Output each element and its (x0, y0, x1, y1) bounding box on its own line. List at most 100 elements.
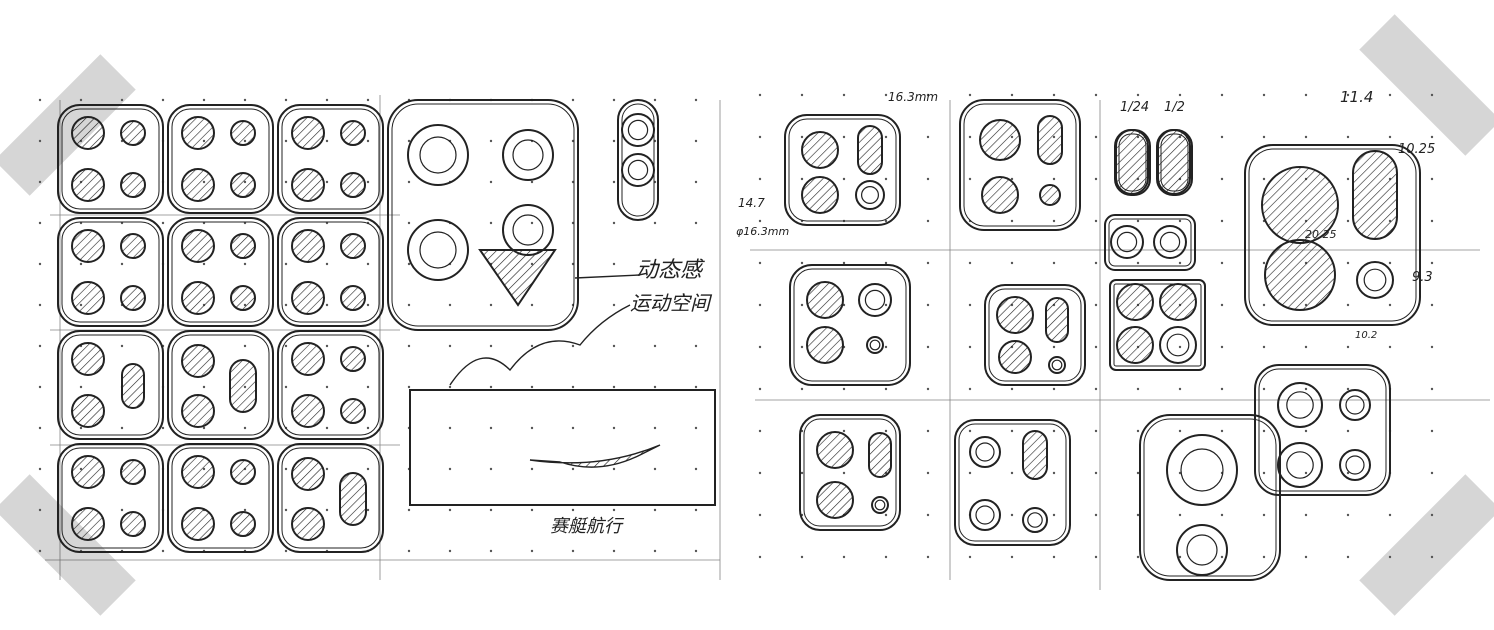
lens (1116, 283, 1154, 321)
construction-lines (45, 95, 1490, 590)
grid-dot (968, 303, 972, 307)
lens (981, 176, 1019, 214)
grid-dot (571, 426, 575, 430)
grid-dot (1220, 555, 1224, 559)
grid-dot (612, 426, 616, 430)
grid-dot (1262, 303, 1266, 307)
module-outline (277, 330, 384, 440)
grid-dot (1220, 387, 1224, 391)
grid-dot (325, 508, 329, 512)
grid-dot (612, 385, 616, 389)
grid-dot (1346, 219, 1350, 223)
camera-module (1114, 129, 1151, 196)
grid-dot (926, 261, 930, 265)
grid-dot (926, 219, 930, 223)
lens (407, 124, 469, 186)
grid-dot (489, 221, 493, 225)
grid-dot (530, 385, 534, 389)
module-inner-outline (621, 103, 655, 217)
lens-pill (1022, 430, 1048, 480)
grid-dot (800, 135, 804, 139)
grid-dot (612, 98, 616, 102)
module-outline (167, 443, 274, 553)
lens (230, 459, 256, 485)
grid-dot (884, 219, 888, 223)
lens-ring (1116, 231, 1138, 253)
grid-dot (1430, 219, 1434, 223)
grid-dot (758, 177, 762, 181)
lens (71, 394, 105, 428)
lens (291, 229, 325, 263)
grid-dot (1094, 387, 1098, 391)
grid-dot (284, 180, 288, 184)
grid-dot (448, 467, 452, 471)
grid-dot (407, 549, 411, 553)
grid-dot (653, 221, 657, 225)
grid-dot (1304, 429, 1308, 433)
lens (1039, 184, 1061, 206)
lens-ring (975, 505, 995, 525)
grid-dot (1430, 513, 1434, 517)
grid-dot (884, 135, 888, 139)
grid-dot (1010, 387, 1014, 391)
grid-dot (968, 177, 972, 181)
grid-dot (448, 549, 452, 553)
grid-dot (1262, 93, 1266, 97)
lens (71, 116, 105, 150)
grid-dot (202, 98, 206, 102)
lens (801, 176, 839, 214)
grid-dot (161, 549, 165, 553)
grid-dot (1304, 387, 1308, 391)
dim-big-center: 20.25 (1305, 228, 1337, 241)
module-inner-outline (281, 447, 380, 549)
grid-dot (1304, 471, 1308, 475)
grid-dot (161, 221, 165, 225)
grid-dot (1388, 513, 1392, 517)
grid-dot (489, 549, 493, 553)
lens-ring (1166, 333, 1190, 357)
grid-dot (407, 139, 411, 143)
lens-ring (1159, 231, 1181, 253)
grid-dot (489, 467, 493, 471)
lens (230, 511, 256, 537)
lens-ring (975, 442, 995, 462)
grid-dot (1346, 429, 1350, 433)
module-outline (959, 99, 1081, 231)
lens (1153, 225, 1187, 259)
lens-pill (1157, 129, 1191, 195)
grid-dot (1262, 387, 1266, 391)
camera-module (617, 99, 659, 221)
grid-dot (1010, 93, 1014, 97)
grid-dot (284, 467, 288, 471)
lens (230, 172, 256, 198)
grid-dot (1388, 135, 1392, 139)
grid-dot (366, 426, 370, 430)
lens (866, 336, 884, 354)
grid-dot (38, 508, 42, 512)
lens (1048, 356, 1066, 374)
module-inner-outline (281, 334, 380, 436)
module-outline (167, 104, 274, 214)
grid-dot (800, 345, 804, 349)
lens (1339, 389, 1371, 421)
grid-dot (758, 471, 762, 475)
grid-dot (243, 426, 247, 430)
lens (230, 285, 256, 311)
grid-dot (489, 344, 493, 348)
module-inner-outline (1113, 283, 1202, 367)
grid-dot (38, 385, 42, 389)
module-inner-outline (1108, 218, 1192, 267)
grid-dot (448, 303, 452, 307)
lens (806, 281, 844, 319)
lens-pill (857, 125, 883, 175)
grid-dot (1094, 513, 1098, 517)
lens-pill (1352, 150, 1398, 240)
lens (871, 496, 889, 514)
camera-module-sketches (57, 99, 1421, 581)
lens (181, 507, 215, 541)
grid-dot (366, 467, 370, 471)
grid-dot (694, 180, 698, 184)
grid-dot (1094, 93, 1098, 97)
grid-dot (1304, 93, 1308, 97)
